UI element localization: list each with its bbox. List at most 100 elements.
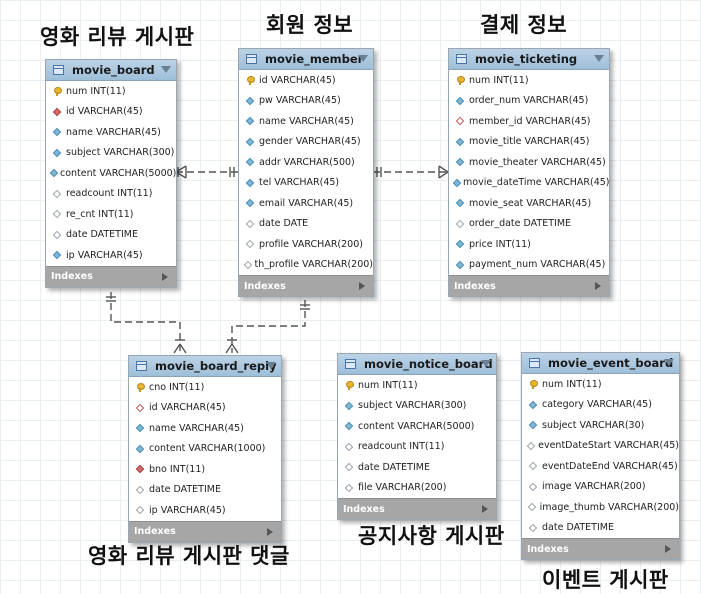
indexes-section[interactable]: Indexes <box>129 520 281 542</box>
column-row[interactable]: num INT(11) <box>338 375 496 396</box>
expand-arrow-icon[interactable] <box>359 282 365 290</box>
caption-movie-board: 영화 리뷰 게시판 <box>40 25 195 49</box>
column-label: pw VARCHAR(45) <box>259 95 341 107</box>
column-row[interactable]: ip VARCHAR(45) <box>46 245 176 266</box>
not-null-column-icon <box>51 128 63 137</box>
column-row[interactable]: tel VARCHAR(45) <box>239 173 373 194</box>
column-row[interactable]: image_thumb VARCHAR(200) <box>522 497 679 518</box>
table-header[interactable]: movie_board_reply <box>129 356 281 377</box>
column-row[interactable]: readcount INT(11) <box>338 437 496 458</box>
table-header[interactable]: movie_ticketing <box>449 49 609 70</box>
column-row[interactable]: name VARCHAR(45) <box>129 418 281 439</box>
indexes-label: Indexes <box>244 280 286 292</box>
collapse-arrow-icon[interactable] <box>664 359 674 366</box>
not-null-column-icon <box>343 401 355 410</box>
column-row[interactable]: name VARCHAR(45) <box>46 122 176 143</box>
column-row[interactable]: num INT(11) <box>449 70 609 91</box>
column-row[interactable]: eventDateStart VARCHAR(45) <box>522 436 679 457</box>
column-row[interactable]: eventDateEnd VARCHAR(45) <box>522 456 679 477</box>
column-row[interactable]: movie_seat VARCHAR(45) <box>449 193 609 214</box>
nullable-column-icon <box>244 240 256 249</box>
column-row[interactable]: subject VARCHAR(300) <box>338 396 496 417</box>
column-label: movie_title VARCHAR(45) <box>469 136 590 148</box>
column-row[interactable]: file VARCHAR(200) <box>338 478 496 499</box>
column-row[interactable]: pw VARCHAR(45) <box>239 91 373 112</box>
indexes-section[interactable]: Indexes <box>522 538 679 559</box>
column-row[interactable]: date DATETIME <box>522 518 679 539</box>
expand-arrow-icon[interactable] <box>595 282 601 290</box>
column-row[interactable]: order_num VARCHAR(45) <box>449 91 609 112</box>
table-header[interactable]: movie_notice_board <box>338 354 496 375</box>
collapse-arrow-icon[interactable] <box>358 55 368 62</box>
expand-arrow-icon[interactable] <box>482 505 488 513</box>
indexes-section[interactable]: Indexes <box>338 498 496 519</box>
column-row[interactable]: date DATE <box>239 214 373 235</box>
column-row[interactable]: date DATETIME <box>46 225 176 246</box>
column-row[interactable]: price INT(11) <box>449 234 609 255</box>
expand-arrow-icon[interactable] <box>665 545 671 553</box>
column-label: date DATETIME <box>66 229 138 241</box>
column-row[interactable]: id VARCHAR(45) <box>239 70 373 91</box>
not-null-column-icon <box>244 137 256 146</box>
column-row[interactable]: num INT(11) <box>46 81 176 102</box>
column-row[interactable]: bno INT(11) <box>129 459 281 480</box>
column-row[interactable]: subject VARCHAR(300) <box>46 143 176 164</box>
table-icon <box>246 54 257 64</box>
column-row[interactable]: content VARCHAR(5000) <box>46 163 176 184</box>
table-icon <box>529 358 540 368</box>
column-row[interactable]: email VARCHAR(45) <box>239 193 373 214</box>
collapse-arrow-icon[interactable] <box>266 362 276 369</box>
table-header[interactable]: movie_member <box>239 49 373 70</box>
nullable-column-icon <box>134 485 146 494</box>
nullable-column-icon <box>454 219 466 228</box>
column-row[interactable]: payment_num VARCHAR(45) <box>449 255 609 276</box>
column-row[interactable]: content VARCHAR(1000) <box>129 439 281 460</box>
column-row[interactable]: profile VARCHAR(200) <box>239 234 373 255</box>
column-row[interactable]: cno INT(11) <box>129 377 281 398</box>
column-row[interactable]: gender VARCHAR(45) <box>239 132 373 153</box>
nullable-column-icon <box>51 230 63 239</box>
collapse-arrow-icon[interactable] <box>594 55 604 62</box>
column-row[interactable]: date DATETIME <box>129 480 281 501</box>
column-row[interactable]: th_profile VARCHAR(200) <box>239 255 373 276</box>
nullable-column-icon <box>527 462 539 471</box>
expand-arrow-icon[interactable] <box>162 272 168 281</box>
column-row[interactable]: subject VARCHAR(30) <box>522 415 679 436</box>
indexes-section[interactable]: Indexes <box>239 275 373 296</box>
column-label: date DATETIME <box>149 484 221 496</box>
column-row[interactable]: readcount INT(11) <box>46 184 176 205</box>
column-row[interactable]: date DATETIME <box>338 457 496 478</box>
column-row[interactable]: re_cnt INT(11) <box>46 204 176 225</box>
column-row[interactable]: image VARCHAR(200) <box>522 477 679 498</box>
column-row[interactable]: member_id VARCHAR(45) <box>449 111 609 132</box>
column-row[interactable]: id VARCHAR(45) <box>129 398 281 419</box>
collapse-arrow-icon[interactable] <box>481 360 491 367</box>
collapse-arrow-icon[interactable] <box>161 66 171 73</box>
column-row[interactable]: name VARCHAR(45) <box>239 111 373 132</box>
indexes-section[interactable]: Indexes <box>46 265 176 287</box>
indexes-section[interactable]: Indexes <box>449 275 609 296</box>
table-header[interactable]: movie_event_board <box>522 353 679 374</box>
column-row[interactable]: movie_title VARCHAR(45) <box>449 132 609 153</box>
column-row[interactable]: content VARCHAR(5000) <box>338 416 496 437</box>
nullable-column-icon <box>527 503 537 512</box>
column-row[interactable]: movie_dateTime VARCHAR(45) <box>449 173 610 194</box>
column-row[interactable]: addr VARCHAR(500) <box>239 152 373 173</box>
column-row[interactable]: id VARCHAR(45) <box>46 102 176 123</box>
column-row[interactable]: category VARCHAR(45) <box>522 395 679 416</box>
column-label: readcount INT(11) <box>66 188 153 200</box>
expand-arrow-icon[interactable] <box>267 527 273 536</box>
not-null-column-icon <box>454 158 466 167</box>
column-row[interactable]: num INT(11) <box>522 374 679 395</box>
column-row[interactable]: movie_theater VARCHAR(45) <box>449 152 609 173</box>
column-row[interactable]: ip VARCHAR(45) <box>129 500 281 521</box>
table-header[interactable]: movie_board <box>46 60 176 81</box>
column-label: movie_dateTime VARCHAR(45) <box>463 177 610 189</box>
column-row[interactable]: order_date DATETIME <box>449 214 609 235</box>
